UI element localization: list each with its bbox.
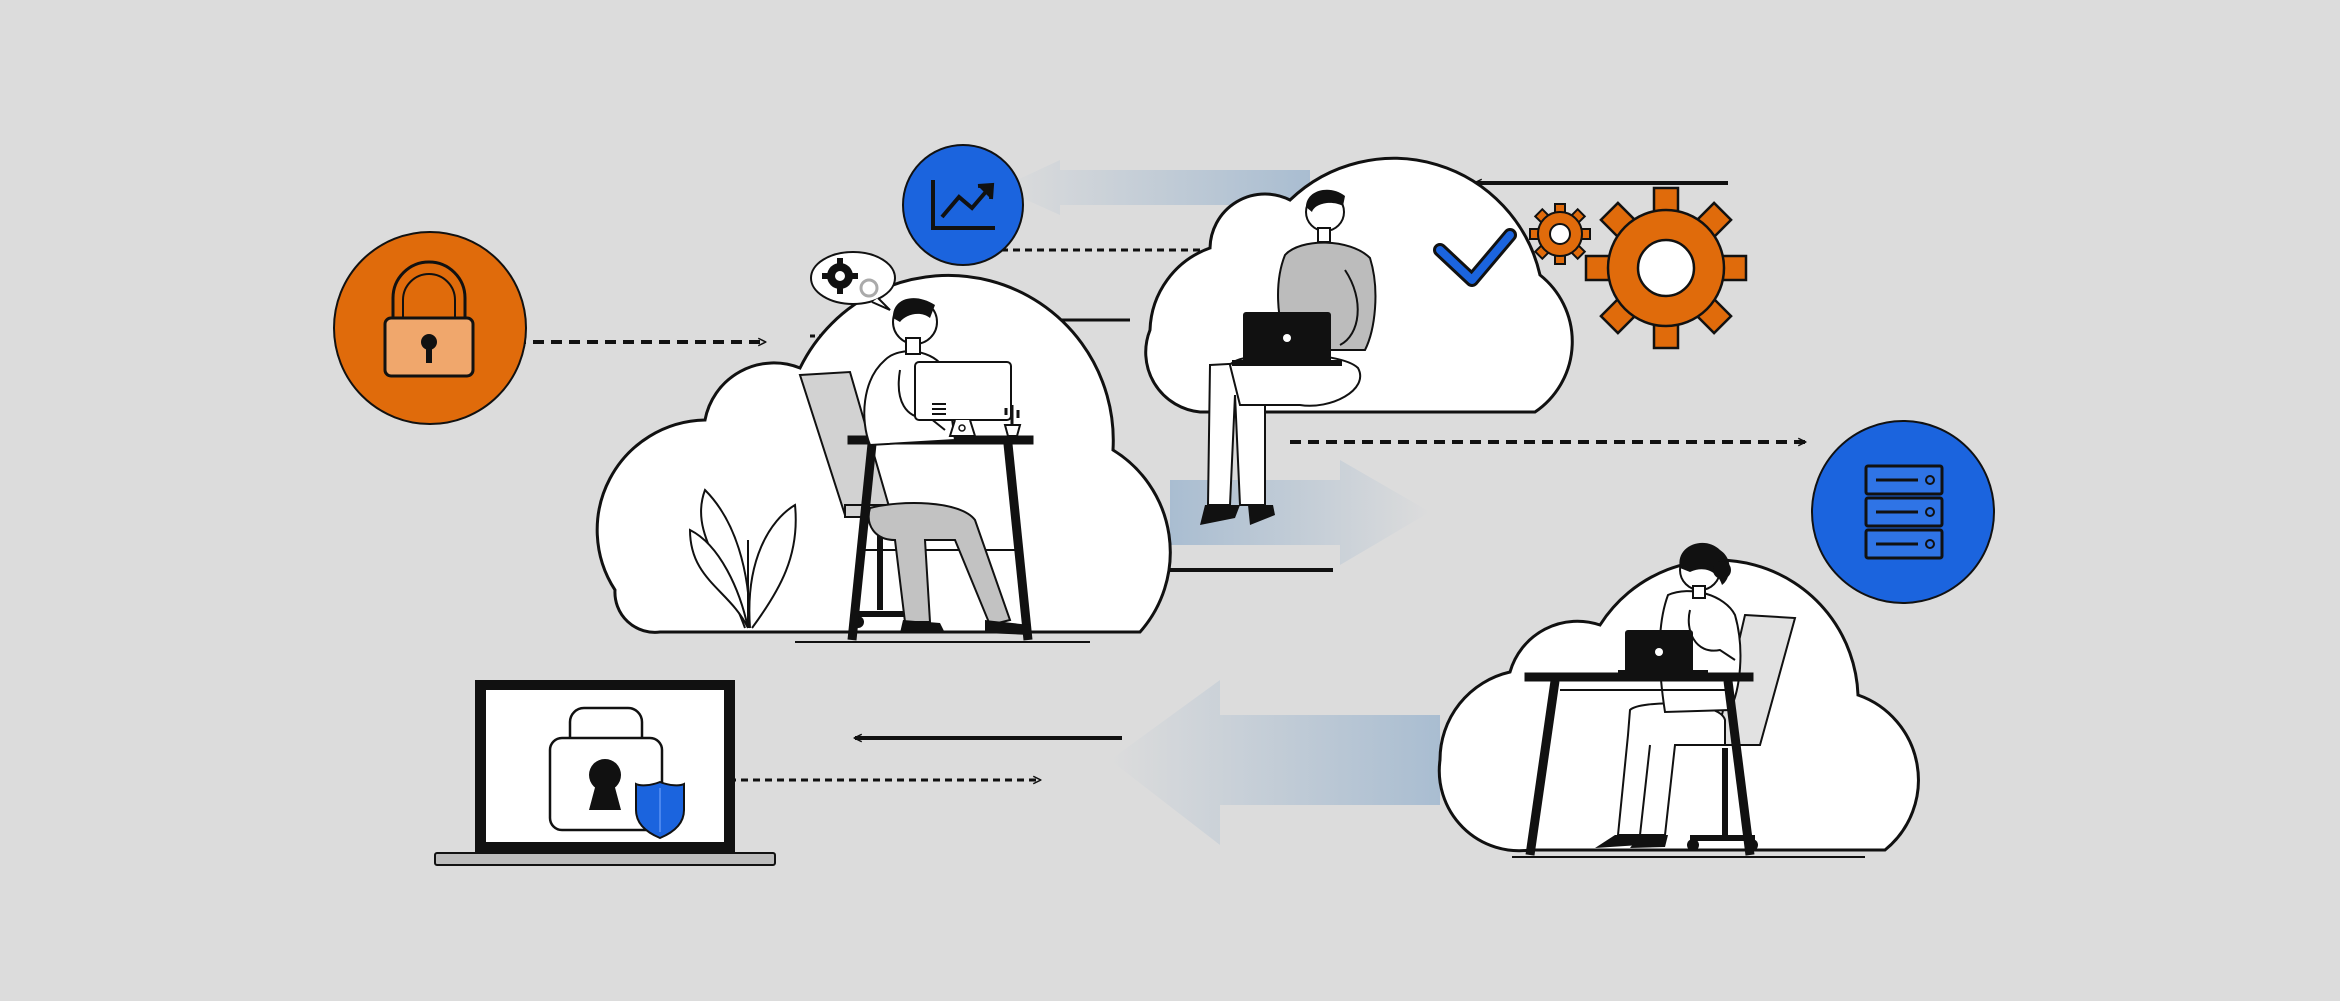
flow-arrow-bottom-left <box>1110 680 1440 845</box>
laptop-icon <box>1232 312 1342 366</box>
desktop-monitor <box>914 361 1012 437</box>
cloud-icon <box>595 273 1172 634</box>
desk-plant-icon <box>1003 405 1022 437</box>
gear-icon <box>859 278 879 298</box>
person-woman-laptop <box>1595 542 1742 848</box>
flow-arrow-middle-right <box>1170 460 1430 565</box>
server-badge <box>1811 420 1995 604</box>
analytics-badge <box>902 144 1024 266</box>
gear-icon <box>822 258 858 294</box>
plant-icon <box>688 488 797 629</box>
checkmark-icon <box>1433 228 1517 287</box>
padlock-badge <box>333 231 527 425</box>
shield-icon <box>635 780 685 840</box>
cloud-bottom-right <box>1437 542 1920 858</box>
laptop-lock <box>434 680 776 866</box>
padlock-icon <box>383 260 475 378</box>
thought-bubble-icon <box>810 251 896 311</box>
cloud-left <box>595 251 1172 643</box>
laptop-icon <box>1618 630 1708 675</box>
cloud-top <box>1144 156 1574 525</box>
keyhole-lock-icon <box>548 706 664 832</box>
server-icon <box>1864 464 1944 560</box>
gears-group <box>1529 186 1748 350</box>
gear-icon <box>1584 186 1748 350</box>
chart-up-icon <box>931 180 995 230</box>
flow-arrow-top-left <box>1000 160 1310 215</box>
person-man-laptop <box>1200 189 1377 525</box>
gear-icon <box>1529 203 1591 265</box>
